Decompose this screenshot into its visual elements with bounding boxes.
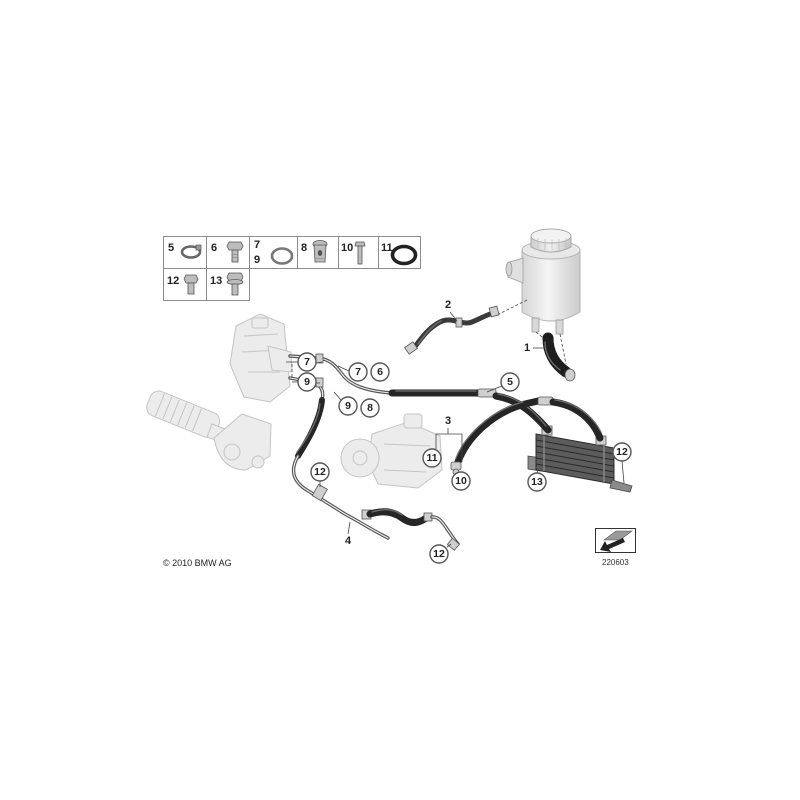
legend-cell-10: 10	[341, 241, 366, 265]
callout-hex-bolt-bottom: 12	[429, 544, 449, 564]
callouts: 2 1 7 9 7 6 9 8 5 3 11 10 12	[297, 299, 632, 564]
legend-cell-13: 13	[210, 272, 244, 296]
return-line	[288, 376, 460, 551]
svg-text:12: 12	[616, 446, 628, 458]
banjo-bolt-icon	[312, 240, 328, 263]
callout-suction-hose: 2	[445, 299, 451, 311]
callout-return-line: 4	[345, 535, 352, 547]
legend-cell-5: 5	[168, 242, 202, 259]
svg-text:7: 7	[355, 366, 361, 378]
svg-text:5: 5	[507, 376, 513, 388]
callout-return-hose: 1	[524, 342, 530, 354]
legend-cell-11: 11	[381, 242, 418, 266]
orientation-arrow-icon	[595, 528, 636, 553]
svg-text:11: 11	[426, 452, 437, 464]
callout-seal-upper-right: 7	[348, 362, 368, 382]
steering-pump	[340, 413, 443, 489]
diagram-id: 220603	[602, 558, 629, 567]
flange-bolt-icon	[226, 272, 244, 296]
callout-long-bolt: 10	[451, 471, 471, 491]
legend-number: 5	[168, 242, 174, 254]
bolt-icon	[226, 241, 244, 263]
svg-text:6: 6	[377, 366, 383, 378]
leader-lines	[286, 311, 625, 548]
callout-bolt-upper: 6	[370, 362, 390, 382]
expansion-tank	[505, 228, 581, 335]
callout-cooler-hose: 3	[445, 415, 451, 427]
legend-cell-6: 6	[211, 241, 244, 263]
callout-ring-lower-left: 9	[297, 372, 317, 392]
callout-hose-clamp: 5	[500, 372, 520, 392]
parts-legend: 5 6 7 9 8	[163, 236, 421, 301]
svg-text:12: 12	[433, 548, 445, 560]
legend-number: 8	[301, 242, 307, 254]
svg-text:12: 12	[314, 466, 326, 478]
svg-text:9: 9	[345, 400, 351, 412]
legend-number: 12	[167, 275, 179, 287]
suction-hose	[404, 305, 500, 355]
hose-clamp-icon	[180, 244, 202, 259]
callout-banjo-bolt: 8	[360, 398, 380, 418]
callout-hex-bolt-left: 12	[310, 462, 330, 482]
callout-ring-lower-right: 9	[338, 396, 358, 416]
svg-text:9: 9	[304, 376, 310, 388]
o-ring-icon	[270, 247, 294, 265]
tank-connection-dashed	[559, 333, 567, 365]
legend-cell-8: 8	[301, 240, 328, 263]
tank-connection-dashed	[535, 331, 549, 343]
hex-bolt-icon	[183, 274, 199, 295]
steering-gear	[146, 313, 293, 471]
pressure-line-upper-pipe	[288, 353, 394, 395]
seal-ring-icon	[390, 244, 418, 266]
callout-seal-ring: 11	[422, 448, 442, 468]
pressure-hose	[388, 388, 552, 434]
legend-cell-12: 12	[167, 274, 199, 295]
legend-number: 6	[211, 242, 217, 254]
svg-text:7: 7	[304, 356, 310, 368]
long-bolt-icon	[354, 241, 366, 265]
legend-number: 11	[381, 242, 393, 254]
callout-hex-bolt-right: 12	[612, 442, 632, 462]
callout-flange-bolt: 13	[527, 472, 547, 492]
legend-number-alt: 9	[254, 254, 260, 266]
svg-text:10: 10	[455, 475, 467, 487]
callout-seal-upper-left: 7	[297, 352, 317, 372]
copyright-text: © 2010 BMW AG	[163, 558, 232, 568]
legend-number: 10	[341, 242, 353, 254]
legend-row1-frame	[163, 236, 421, 269]
legend-cell-7-9: 7 9	[254, 239, 294, 266]
svg-text:8: 8	[367, 402, 373, 414]
legend-number: 13	[210, 275, 222, 287]
return-hose	[542, 332, 576, 382]
tank-connection-dashed	[494, 299, 528, 317]
legend-number: 7	[254, 239, 260, 251]
svg-text:13: 13	[531, 476, 543, 488]
